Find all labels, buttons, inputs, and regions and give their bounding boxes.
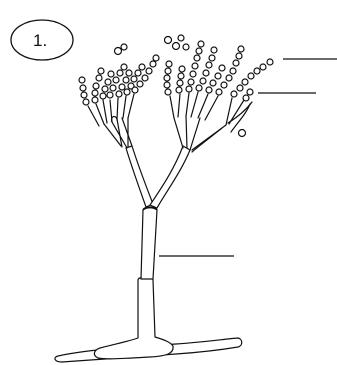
right-branch (150, 146, 190, 208)
penicillium-conidiophore-icon (55, 35, 273, 362)
foot-cell (94, 277, 173, 359)
left-branch (126, 146, 153, 207)
left-conidia-chains (79, 44, 159, 105)
right-penicillus (170, 92, 252, 152)
right-conidia-chains (164, 35, 273, 137)
conidiophore-stalk (141, 207, 157, 279)
figure-number-badge: 1. (11, 20, 73, 60)
figure-number: 1. (33, 31, 47, 50)
